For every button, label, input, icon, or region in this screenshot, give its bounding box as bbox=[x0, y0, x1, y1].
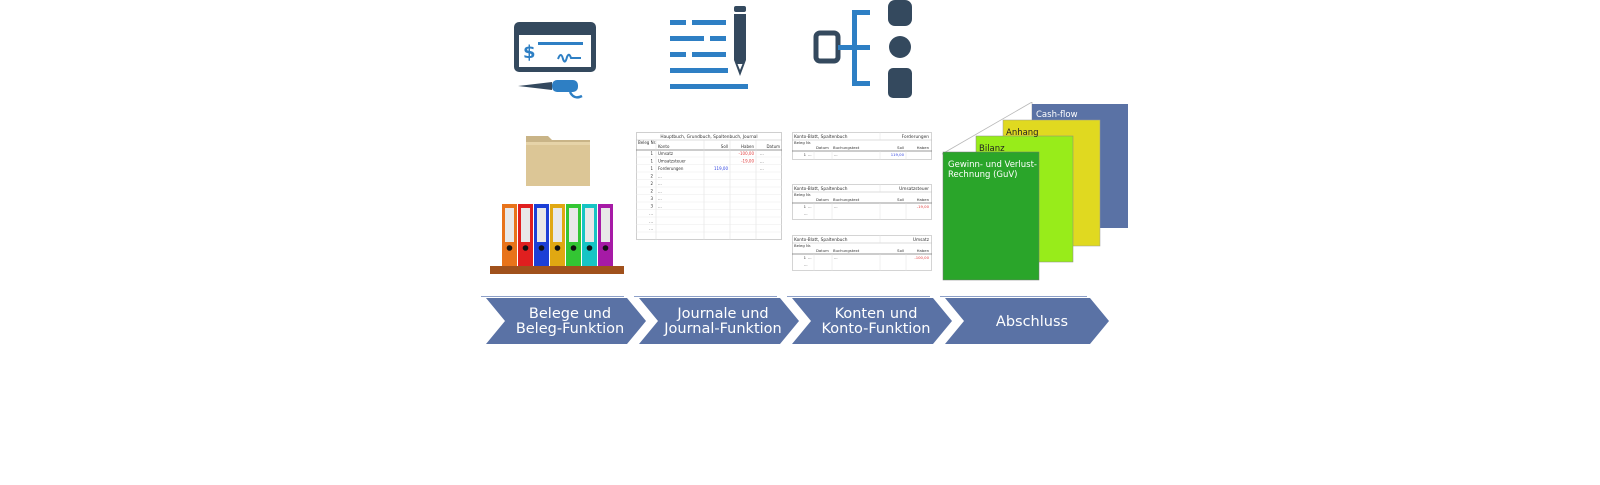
cashflow-label: Cash-flow bbox=[1036, 110, 1078, 120]
account-sheet-0-text: ... bbox=[834, 152, 838, 157]
journal-row-1-konto: Umsatzsteuer bbox=[658, 159, 686, 164]
binder-blue bbox=[534, 204, 549, 266]
journal-row-5-konto: ... bbox=[658, 189, 662, 194]
account-sheet-1-col-belegnr: Beleg Nr. bbox=[794, 192, 811, 197]
journal-row-7-konto: ... bbox=[658, 204, 662, 209]
account-sheet-2-col-text: Buchungstext bbox=[833, 248, 860, 253]
binder-cyan bbox=[582, 204, 597, 266]
journal-row-0-konto: Umsatz bbox=[658, 151, 673, 156]
journal-col-soll: Soll bbox=[721, 144, 728, 149]
journal-col-belegnr: Beleg Nr. bbox=[638, 140, 656, 145]
journal-row-4-nr: 2 bbox=[650, 181, 653, 186]
journal-row-6-konto: ... bbox=[658, 196, 662, 201]
account-sheet-0-col-text: Buchungstext bbox=[833, 145, 860, 150]
account-sheet-1-datum: ... bbox=[808, 204, 812, 209]
account-sheet-forderungen: Konto-Blatt, Spaltenbuch ForderungenBeleg… bbox=[792, 132, 932, 160]
account-sheet-2-col-haben: Haben bbox=[917, 248, 930, 253]
account-sheet-0-title: Konto-Blatt, Spaltenbuch bbox=[794, 134, 848, 140]
account-sheet-1-col-text: Buchungstext bbox=[833, 197, 860, 202]
account-sheet-0-datum: ... bbox=[808, 152, 812, 157]
journal-row-1-datum: ... bbox=[760, 159, 764, 164]
journal-row-2-nr: 1 bbox=[650, 166, 653, 171]
account-sheet-2-col-datum: Datum bbox=[816, 248, 829, 253]
chevron-abschluss bbox=[940, 296, 1109, 344]
account-sheet-0-soll: 119,00 bbox=[891, 152, 905, 157]
journal-row-1-nr: 1 bbox=[650, 159, 653, 164]
account-sheet-0-nr: 1 bbox=[804, 152, 807, 157]
process-chevrons bbox=[481, 296, 1109, 344]
journal-row-7-nr: 3 bbox=[650, 204, 653, 209]
account-sheet-0-col-haben: Haben bbox=[917, 145, 930, 150]
account-sheet-0-col-belegnr: Beleg Nr. bbox=[794, 140, 811, 145]
binder-red bbox=[518, 204, 533, 266]
folder-icon bbox=[526, 136, 590, 186]
journal-row-0-nr: 1 bbox=[650, 151, 653, 156]
bilanz-label: Bilanz bbox=[979, 144, 1005, 154]
account-sheet-umsatzsteuer: Konto-Blatt, Spaltenbuch UmsatzsteuerBele… bbox=[792, 184, 932, 220]
binders-shelf-icon bbox=[490, 204, 624, 274]
account-sheet-1-nr: 1 bbox=[804, 204, 807, 209]
account-sheet-2-datum: ... bbox=[808, 255, 812, 260]
journal-row-4-konto: ... bbox=[658, 181, 662, 186]
journal-row-5-nr: 2 bbox=[650, 189, 653, 194]
binder-green bbox=[566, 204, 581, 266]
chevron-journale bbox=[634, 296, 799, 344]
account-sheet-1-col-datum: Datum bbox=[816, 197, 829, 202]
shelf bbox=[490, 266, 624, 274]
account-sheet-2-haben: -100,00 bbox=[914, 255, 929, 260]
account-tree-icon bbox=[813, 0, 912, 98]
account-sheet-0-account: Forderungen bbox=[902, 134, 930, 140]
journal-row-0-datum: ... bbox=[760, 151, 764, 156]
journal-row-9-nr: ... bbox=[649, 219, 653, 224]
journal-row-8-nr: ... bbox=[649, 211, 653, 216]
guv-label: Gewinn- und Verlust-Rechnung (GuV) bbox=[948, 160, 1038, 180]
account-sheet-2-col-soll: Soll bbox=[897, 248, 904, 253]
chevron-konten bbox=[787, 296, 952, 344]
check-receipt-pen-icon: $ bbox=[514, 22, 596, 99]
journal-lines-pen-icon bbox=[670, 6, 748, 89]
chevron-belege bbox=[481, 296, 646, 344]
journal-row-3-konto: ... bbox=[658, 174, 662, 179]
journal-col-konto: Konto bbox=[658, 144, 670, 149]
account-sheet-0-col-datum: Datum bbox=[816, 145, 829, 150]
journal-row-2-datum: ... bbox=[760, 166, 764, 171]
journal-row-10-nr: ... bbox=[649, 226, 653, 231]
binder-purple bbox=[598, 204, 613, 266]
journal-row-1-haben: -19,00 bbox=[741, 159, 754, 164]
account-sheet-1-account: Umsatzsteuer bbox=[899, 186, 929, 192]
anhang-label: Anhang bbox=[1006, 128, 1039, 138]
account-sheet-2-nr: 1 bbox=[804, 255, 807, 260]
statements-stack bbox=[942, 102, 1128, 281]
account-sheet-2-col-belegnr: Beleg Nr. bbox=[794, 243, 811, 248]
binder-yellow bbox=[550, 204, 565, 266]
account-sheet-0-col-soll: Soll bbox=[897, 145, 904, 150]
journal-row-6-nr: 3 bbox=[650, 196, 653, 201]
journal-title: Hauptbuch, Grundbuch, Spaltenbuch, Journ… bbox=[660, 134, 757, 140]
account-sheet-1-more: ... bbox=[804, 211, 808, 216]
account-sheet-2-title: Konto-Blatt, Spaltenbuch bbox=[794, 237, 848, 243]
account-sheet-1-col-haben: Haben bbox=[917, 197, 930, 202]
svg-text:$: $ bbox=[523, 42, 536, 63]
account-sheet-1-text: ... bbox=[834, 204, 838, 209]
journal-row-2-soll: 119,00 bbox=[714, 166, 728, 171]
guv-page bbox=[942, 151, 1040, 281]
account-sheet-2-text: ... bbox=[834, 255, 838, 260]
account-sheet-1-title: Konto-Blatt, Spaltenbuch bbox=[794, 186, 848, 192]
account-sheet-2-more: ... bbox=[804, 262, 808, 267]
account-sheet-2-account: Umsatz bbox=[913, 237, 930, 243]
step-abschluss-label: Abschluss bbox=[995, 314, 1069, 330]
journal-col-haben: Haben bbox=[741, 144, 754, 149]
journal-row-0-haben: -100,00 bbox=[739, 151, 755, 156]
journal-table: Hauptbuch, Grundbuch, Spaltenbuch, Journ… bbox=[636, 132, 782, 240]
account-sheet-1-col-soll: Soll bbox=[897, 197, 904, 202]
journal-col-datum: Datum bbox=[766, 144, 780, 149]
journal-row-3-nr: 2 bbox=[650, 174, 653, 179]
journal-row-2-konto: Forderungen bbox=[658, 166, 684, 171]
binder-orange bbox=[502, 204, 517, 266]
account-sheet-1-haben: -19,00 bbox=[917, 204, 930, 209]
